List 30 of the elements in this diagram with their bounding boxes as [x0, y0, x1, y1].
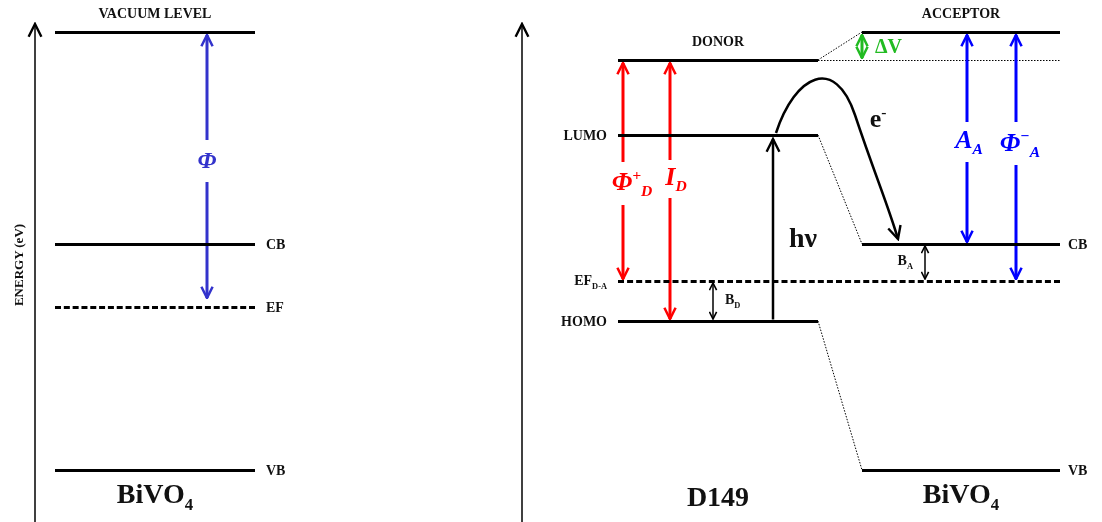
- level-label: VB: [266, 464, 286, 478]
- dotted-connector: [817, 320, 863, 471]
- material-label: BiVO$_{4}$: [922, 480, 1000, 514]
- level-label: CB: [1068, 238, 1088, 252]
- level-label: VACUUM LEVEL: [98, 7, 212, 21]
- level-label: DONOR: [691, 35, 745, 49]
- arrow: [920, 245, 930, 280]
- material-label: BiVO$_{4}$: [116, 480, 194, 514]
- level-label: EF: [266, 301, 284, 315]
- axis-label: ENERGY (eV): [11, 223, 25, 307]
- material-label: D149: [686, 483, 750, 511]
- edge-label: B$_{A}$: [897, 254, 913, 272]
- level-label: CB: [266, 238, 286, 252]
- arrow: [765, 137, 781, 320]
- measure-label: A$_{A}$: [955, 127, 983, 157]
- level-label: VB: [1068, 464, 1088, 478]
- edge-label: e$^{-}$: [869, 104, 887, 132]
- measure-label: ΔV: [875, 36, 902, 56]
- measure-label: Φ: [197, 148, 217, 172]
- edge-label: B$_{D}$: [725, 293, 741, 311]
- dotted-connector: [817, 31, 863, 61]
- measure-label: I$_{D}$: [665, 164, 687, 194]
- dotted-connector: [817, 134, 863, 245]
- arrow: [774, 77, 902, 241]
- level-label: EF$_{D-A}$: [574, 274, 607, 292]
- arrow: [708, 282, 718, 320]
- edge-label: hν: [788, 224, 818, 252]
- level-label: ACCEPTOR: [921, 7, 1001, 21]
- level-label: HOMO: [561, 315, 607, 329]
- level-label: LUMO: [563, 129, 607, 143]
